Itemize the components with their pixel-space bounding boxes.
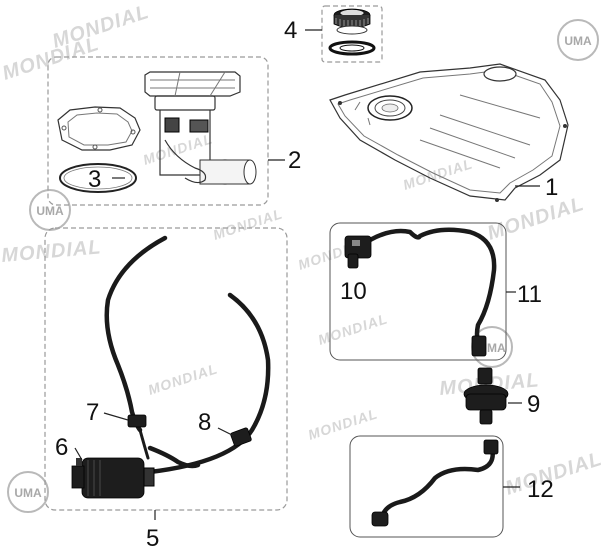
hose-assembly-12 [349,435,520,538]
callout-8: 8 [198,409,211,436]
svg-text:UMA: UMA [14,486,42,500]
svg-text:UMA: UMA [36,204,64,218]
watermark-text: MONDIAL [50,1,152,53]
callout-7: 7 [86,399,99,426]
rollover-valve [463,367,522,425]
watermark-text: MONDIAL [306,405,380,443]
watermark-text: MONDIAL [1,236,103,267]
callout-5: 5 [146,525,159,552]
uma-logo: UMA [7,471,49,513]
uma-logo: UMA [29,189,71,231]
callout-9: 9 [527,391,540,418]
callout-11: 11 [517,281,542,308]
watermark-text: MONDIAL [211,205,285,243]
hose-assembly-11 [329,222,516,361]
callout-2: 2 [288,147,301,174]
callout-6: 6 [55,434,68,461]
callout-3: 3 [88,166,101,193]
watermark-text: MONDIAL [146,360,220,398]
callout-12: 12 [527,476,554,503]
uma-logo: UMA [557,19,599,61]
evap-canister-group [44,227,288,520]
leader-line [217,427,235,437]
fuel-cap-group [305,5,383,63]
fuel-tank [329,63,569,202]
leader-line [103,412,129,421]
callout-10: 10 [340,278,367,305]
watermark-text: MONDIAL [485,193,587,245]
leader-line [74,447,83,461]
svg-text:UMA: UMA [564,34,592,48]
callout-1: 1 [545,174,558,201]
callout-4: 4 [284,17,297,44]
fuel-pump-group [47,56,285,206]
watermark-text: MONDIAL [316,310,390,348]
